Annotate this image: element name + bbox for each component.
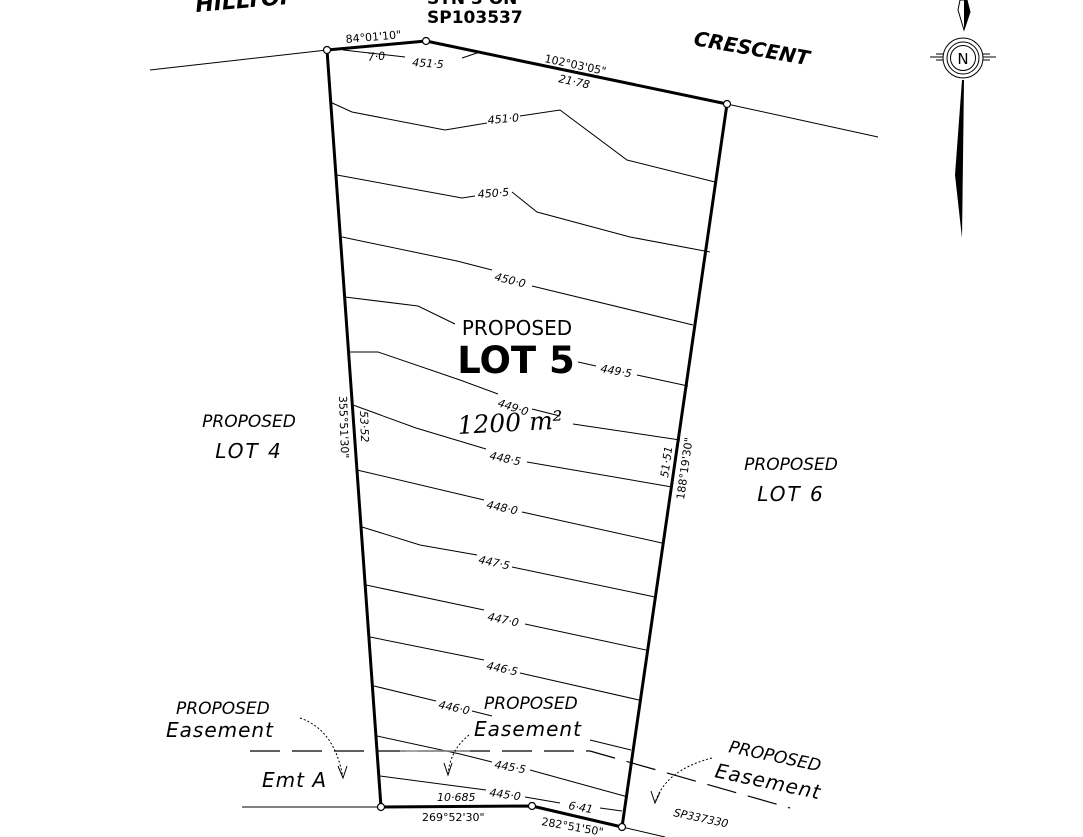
arrow-head-icon	[337, 765, 348, 780]
street-name-crescent: CRESCENT	[692, 26, 813, 70]
distance-label: 6·41	[567, 799, 593, 816]
north-arrow-icon: N	[930, 0, 996, 238]
contour-line	[336, 174, 476, 199]
distance-label: 10·685	[437, 791, 476, 804]
distance-label: 53·52	[357, 411, 371, 443]
contour-label: 448·0	[485, 498, 519, 517]
survey-mark	[322, 45, 332, 55]
contour-line	[376, 735, 493, 763]
survey-mark	[722, 99, 732, 109]
contour-line	[365, 584, 485, 611]
easement-tag: Emt A	[262, 768, 327, 792]
contour-line	[526, 461, 673, 488]
station-line-2: SP103537	[427, 8, 523, 28]
bearing-label: 84°01'10"	[345, 28, 401, 46]
bearing-label: 355°51'30"	[336, 396, 351, 459]
contour-line	[511, 191, 711, 253]
contour-label: 445·5	[493, 758, 526, 776]
contour-label: 447·0	[486, 610, 520, 629]
contour-label: 451·0	[487, 111, 520, 127]
contour-line	[361, 526, 478, 556]
survey-mark	[376, 802, 386, 812]
lot-4-name: LOT 4	[215, 439, 283, 463]
lot-4-proposed: PROPOSED	[202, 412, 296, 432]
contour-label: 446·5	[485, 659, 519, 678]
contour-label: 450·0	[493, 270, 527, 290]
contour-line	[356, 469, 485, 501]
contour-line	[636, 374, 689, 387]
easement-left-label: Easement	[166, 718, 274, 742]
contour-label: 449·5	[599, 362, 632, 380]
contour-line	[531, 408, 561, 417]
lot-6-proposed: PROPOSED	[744, 455, 838, 475]
contour-line	[572, 423, 681, 441]
contour-line	[341, 236, 493, 271]
contour-line	[329, 101, 488, 131]
street-line-right	[726, 103, 879, 138]
station-line-1: STN 3 ON	[427, 0, 517, 9]
contour-line	[519, 672, 640, 701]
bearing-label: 269°52'30"	[422, 811, 485, 824]
arrow-head-icon	[443, 762, 453, 777]
survey-mark	[617, 822, 627, 832]
contour-line	[344, 296, 456, 325]
contour-line	[599, 807, 623, 812]
contour-label: 446·0	[437, 698, 471, 717]
contour-line	[342, 49, 406, 58]
lot-6-name: LOT 6	[757, 482, 825, 506]
contour-line	[519, 109, 716, 183]
arrow-head-icon	[650, 790, 661, 805]
contour-line	[529, 769, 629, 798]
contour-line	[379, 775, 487, 791]
distance-label: 21·78	[557, 72, 591, 91]
easement-left-proposed: PROPOSED	[176, 699, 270, 719]
contour-label: 447·5	[477, 553, 511, 572]
contours	[329, 49, 716, 812]
north-label: N	[957, 50, 968, 68]
contour-label: 450·5	[477, 186, 509, 201]
contour-line	[369, 636, 485, 661]
contour-line	[350, 351, 499, 395]
easement-arrow-left	[299, 717, 344, 779]
easement-line	[250, 750, 791, 809]
contour-label: 445·0	[489, 786, 522, 803]
contour-line	[373, 685, 437, 702]
lot-name: LOT 5	[457, 339, 575, 382]
survey-marks	[322, 36, 732, 832]
contour-line	[521, 511, 663, 544]
lot-proposed-label: PROPOSED	[462, 316, 572, 340]
survey-mark	[527, 801, 537, 811]
easement-centre-label: Easement	[474, 717, 582, 741]
contour-line	[524, 796, 561, 804]
contour-line	[531, 285, 694, 326]
lot-area: 1200 m²	[457, 406, 564, 440]
rear-line-right	[621, 826, 666, 837]
street-name-hilltop: HILLTOP	[194, 0, 297, 18]
contour-label: 451·5	[412, 56, 444, 71]
survey-mark	[421, 36, 431, 46]
contour-line	[589, 739, 632, 751]
contour-line	[524, 623, 647, 651]
street-line-left	[149, 49, 328, 71]
distance-label: 51·51	[658, 445, 675, 478]
contour-line	[577, 361, 597, 367]
contour-line	[471, 710, 493, 717]
distance-label: 7·0	[367, 50, 386, 64]
contour-line	[352, 404, 487, 450]
bearing-label: 102°03'05"	[543, 52, 607, 78]
easement-centre-proposed: PROPOSED	[484, 694, 578, 714]
easement-arrow-right	[654, 757, 713, 804]
bearing-label: 282°51'50"	[540, 815, 604, 837]
plan-reference: SP337330	[672, 806, 729, 830]
contour-label: 448·5	[488, 449, 522, 468]
contour-line	[511, 566, 656, 598]
